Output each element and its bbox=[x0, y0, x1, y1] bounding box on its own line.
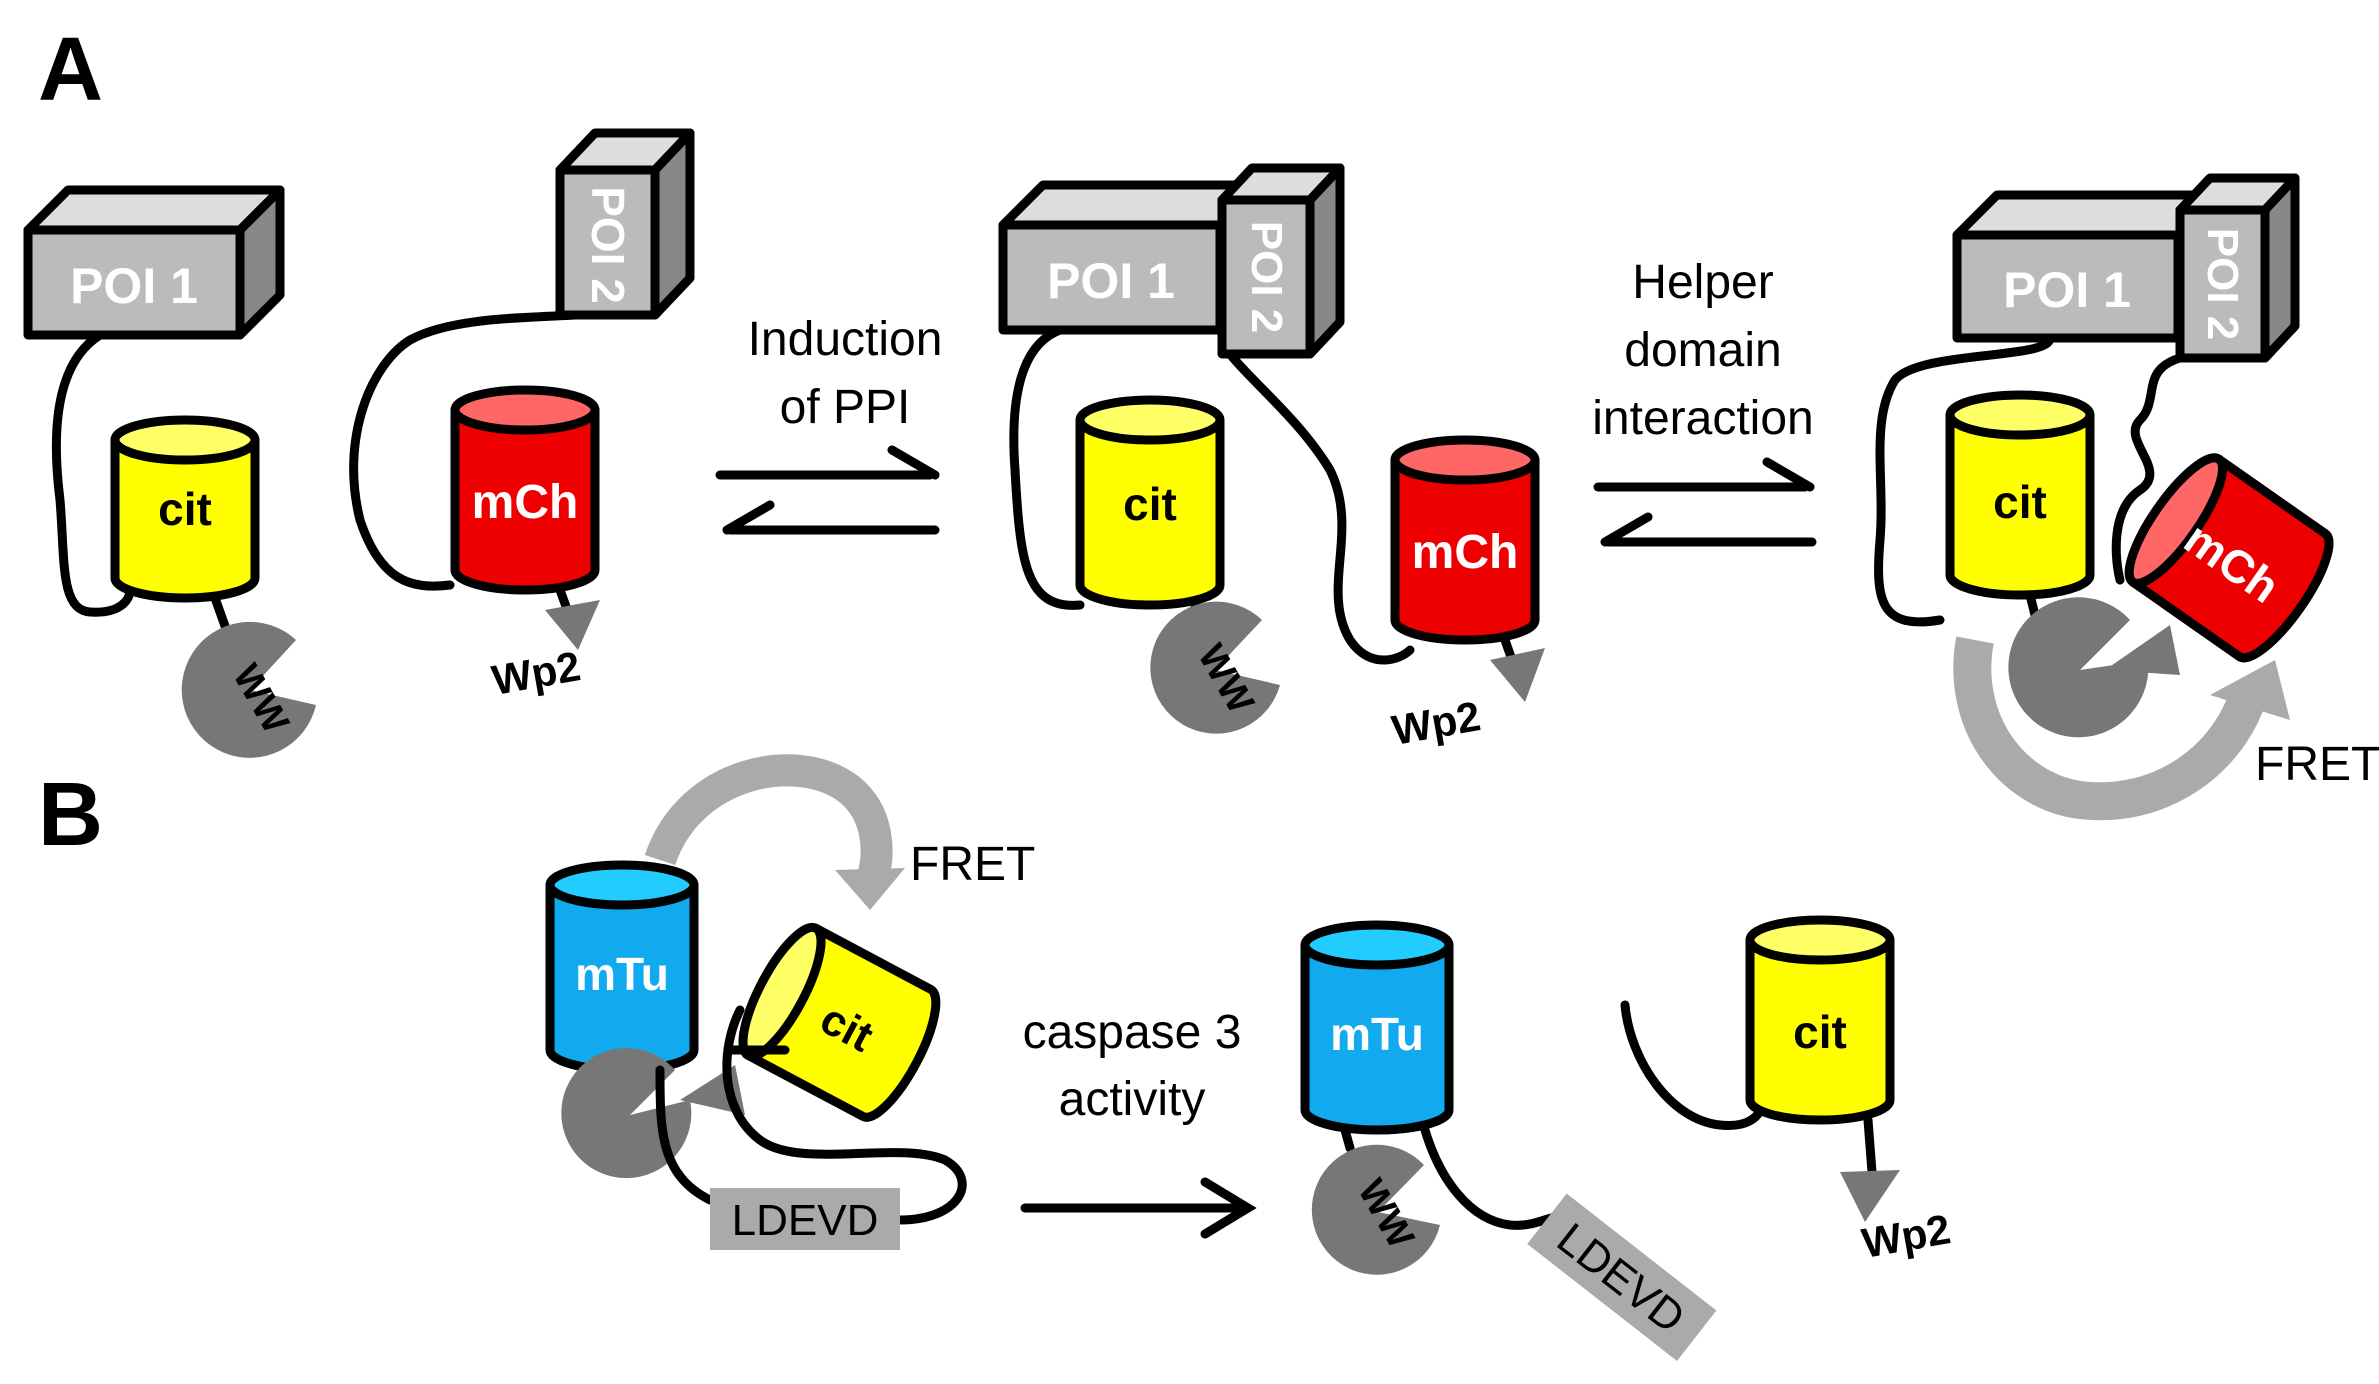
ldevd-label: LDEVD bbox=[732, 1196, 879, 1245]
wp2-arrowhead bbox=[2105, 625, 2180, 675]
induction-label-line2: of PPI bbox=[780, 381, 911, 434]
ldevd-tag-b1: LDEVD bbox=[710, 1188, 900, 1250]
linker bbox=[1340, 1125, 1355, 1153]
linker bbox=[51, 330, 135, 617]
fret-arrow-head bbox=[835, 868, 905, 910]
poi2-label: POI 2 bbox=[582, 186, 634, 304]
linker bbox=[349, 310, 580, 591]
cit-label: cit bbox=[1123, 478, 1177, 530]
mturquoise-can-b1: mTu bbox=[545, 860, 699, 1075]
wp2-arrowhead bbox=[545, 600, 600, 650]
wp2-label: Wp2 bbox=[1388, 692, 1483, 754]
linker bbox=[1874, 333, 2055, 627]
mturquoise-can-b2: mTu bbox=[1300, 920, 1454, 1135]
fret-label-a: FRET bbox=[2255, 738, 2379, 791]
caspase-label-line1: caspase 3 bbox=[1023, 1006, 1242, 1059]
wp2-label: Wp2 bbox=[1858, 1205, 1953, 1267]
caspase-arrow bbox=[1020, 1177, 1257, 1239]
equilibrium-arrows-2 bbox=[1593, 457, 1817, 547]
fret-arrow-head bbox=[2210, 660, 2290, 720]
wp2-arrowhead bbox=[1840, 1170, 1900, 1222]
fret-arrow-arc bbox=[1953, 636, 2269, 821]
induction-label-line1: Induction bbox=[748, 313, 943, 366]
mtu-label: mTu bbox=[575, 948, 669, 1000]
citrine-can-state3: cit bbox=[1945, 390, 2095, 600]
ww-domain-state3 bbox=[2008, 597, 2149, 738]
linker bbox=[722, 1005, 967, 1225]
linker bbox=[1420, 1125, 1570, 1230]
fret-arrow-arc bbox=[644, 754, 893, 885]
wp2-arrowhead bbox=[1490, 648, 1545, 702]
caspase-label-line2: activity bbox=[1059, 1073, 1206, 1126]
citrine-can-b1: cit bbox=[738, 922, 941, 1122]
cit-label: cit bbox=[1993, 476, 2047, 528]
poi2-label: POI 2 bbox=[2198, 228, 2247, 341]
mcherry-can-state3: mCh bbox=[2124, 453, 2334, 663]
mtu-label: mTu bbox=[1330, 1008, 1424, 1060]
panel-label-b: B bbox=[38, 765, 103, 865]
linker bbox=[655, 1065, 715, 1205]
linker bbox=[2111, 353, 2185, 585]
citrine-can-state1: cit bbox=[110, 415, 260, 603]
cit-label: cit bbox=[158, 483, 212, 535]
poi1-label: POI 1 bbox=[1047, 253, 1175, 309]
linker bbox=[1620, 1000, 1767, 1130]
mcherry-can-state2: mCh bbox=[1390, 435, 1540, 645]
poi1-box-state1: POI 1 bbox=[23, 185, 285, 340]
linker bbox=[1009, 325, 1085, 610]
citrine-can-state2: cit bbox=[1075, 395, 1225, 610]
equilibrium-arrows-1 bbox=[715, 445, 940, 535]
poi2-box-state3: POI 2 bbox=[2175, 173, 2300, 363]
poi2-box-state2: POI 2 bbox=[1217, 163, 1345, 359]
linker bbox=[1863, 1115, 1877, 1177]
helper-label-line3: interaction bbox=[1592, 392, 1813, 445]
poi1-label: POI 1 bbox=[2003, 262, 2131, 318]
linker bbox=[2025, 590, 2040, 620]
helper-label-line2: domain bbox=[1624, 324, 1781, 377]
ww-domain-state2: WW bbox=[1150, 601, 1280, 734]
cit-label: cit bbox=[1793, 1006, 1847, 1058]
ldevd-tag-b2: LDEVD bbox=[1527, 1193, 1717, 1361]
ww-domain-state1: WW bbox=[181, 621, 316, 758]
ww-domain-b2: WW bbox=[1311, 1144, 1440, 1275]
panel-label-a: A bbox=[38, 20, 103, 120]
wp2-label: Wp2 bbox=[488, 642, 583, 704]
fret-label-b: FRET bbox=[910, 838, 1035, 891]
poi1-box-state3: POI 1 bbox=[1952, 190, 2223, 343]
citrine-can-b3: cit bbox=[1745, 915, 1895, 1125]
poi1-label: POI 1 bbox=[70, 258, 198, 314]
mcherry-can-state1: mCh bbox=[450, 385, 600, 595]
poi2-box-state1: POI 2 bbox=[555, 128, 695, 320]
mch-label: mCh bbox=[472, 476, 579, 529]
linker bbox=[1225, 349, 1415, 665]
poi2-label: POI 2 bbox=[1242, 221, 1291, 334]
mch-label: mCh bbox=[1412, 526, 1519, 579]
helper-label-line1: Helper bbox=[1632, 256, 1773, 309]
